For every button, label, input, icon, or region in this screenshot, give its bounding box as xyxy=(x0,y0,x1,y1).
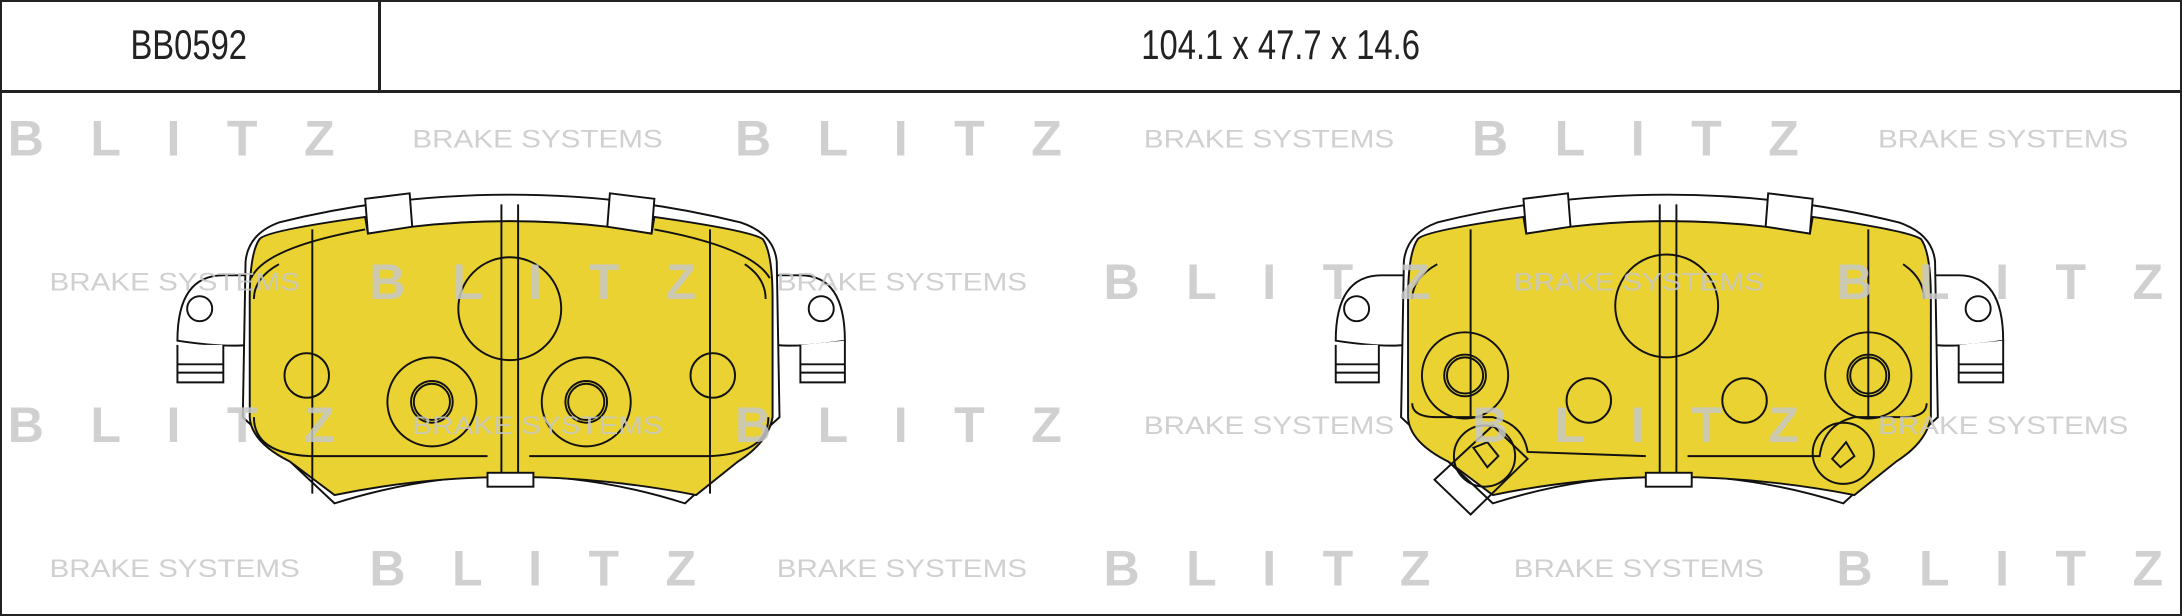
wear-sensor xyxy=(1433,424,1530,516)
piston-circle xyxy=(1614,253,1720,359)
friction-material xyxy=(248,215,774,497)
mounting-hole xyxy=(186,295,214,323)
part-number: BB0592 xyxy=(130,21,248,68)
watermark-logo: B L I T Z xyxy=(735,111,1062,167)
dimensions: 104.1 x 47.7 x 14.6 xyxy=(1141,21,1420,68)
brake-pad-right xyxy=(1334,192,2005,516)
bottom-tab xyxy=(486,471,535,488)
ear-right xyxy=(1932,274,2005,384)
watermark-logo: B L I T Z xyxy=(735,397,1062,453)
ear-left xyxy=(176,274,250,384)
watermark-tagline: BRAKE SYSTEMS xyxy=(50,269,300,297)
watermark-logo: B L I T Z xyxy=(1836,254,2163,310)
watermark-logo: B L I T Z xyxy=(8,397,335,453)
watermark-tagline: BRAKE SYSTEMS xyxy=(1878,412,2128,440)
watermark-tagline: BRAKE SYSTEMS xyxy=(50,555,300,583)
watermark-logo: B L I T Z xyxy=(1472,111,1799,167)
rivet xyxy=(386,356,478,448)
watermark-tagline: BRAKE SYSTEMS xyxy=(1144,125,1394,153)
brake-pad-left xyxy=(176,192,846,505)
dimensions-cell: 104.1 x 47.7 x 14.6 xyxy=(381,0,2180,90)
piston-circle xyxy=(457,256,563,362)
rivet xyxy=(1824,331,1913,420)
mounting-hole xyxy=(1964,295,1992,323)
watermark-tagline: BRAKE SYSTEMS xyxy=(1878,125,2128,153)
ear-left xyxy=(1334,274,1408,384)
watermark: B L I T Z BRAKE SYSTEMS B L I T Z BRAKE … xyxy=(8,111,2163,597)
ear-right xyxy=(774,274,846,384)
watermark-logo: B L I T Z xyxy=(1104,540,1431,596)
watermark-tagline: BRAKE SYSTEMS xyxy=(1514,269,1764,297)
watermark-tagline: BRAKE SYSTEMS xyxy=(777,555,1027,583)
watermark-logo: B L I T Z xyxy=(1104,254,1431,310)
bottom-tab xyxy=(1644,471,1693,488)
rivet xyxy=(540,356,632,448)
watermark-logo: B L I T Z xyxy=(369,540,696,596)
watermark-tagline: BRAKE SYSTEMS xyxy=(412,125,662,153)
mounting-hole xyxy=(1343,295,1371,323)
watermark-logo: B L I T Z xyxy=(369,254,696,310)
watermark-tagline: BRAKE SYSTEMS xyxy=(412,412,662,440)
mounting-hole xyxy=(807,295,835,323)
header-bar: BB0592 104.1 x 47.7 x 14.6 xyxy=(0,0,2182,93)
rivet xyxy=(1420,331,1510,420)
watermark-tagline: BRAKE SYSTEMS xyxy=(1144,412,1394,440)
watermark-logo: B L I T Z xyxy=(1836,540,2163,596)
part-number-cell: BB0592 xyxy=(0,0,381,90)
watermark-logo: B L I T Z xyxy=(8,111,335,167)
watermark-logo: B L I T Z xyxy=(1472,397,1799,453)
watermark-tagline: BRAKE SYSTEMS xyxy=(1514,555,1764,583)
sensor-boss xyxy=(1811,421,1875,485)
friction-material xyxy=(1407,215,1932,497)
watermark-tagline: BRAKE SYSTEMS xyxy=(777,269,1027,297)
